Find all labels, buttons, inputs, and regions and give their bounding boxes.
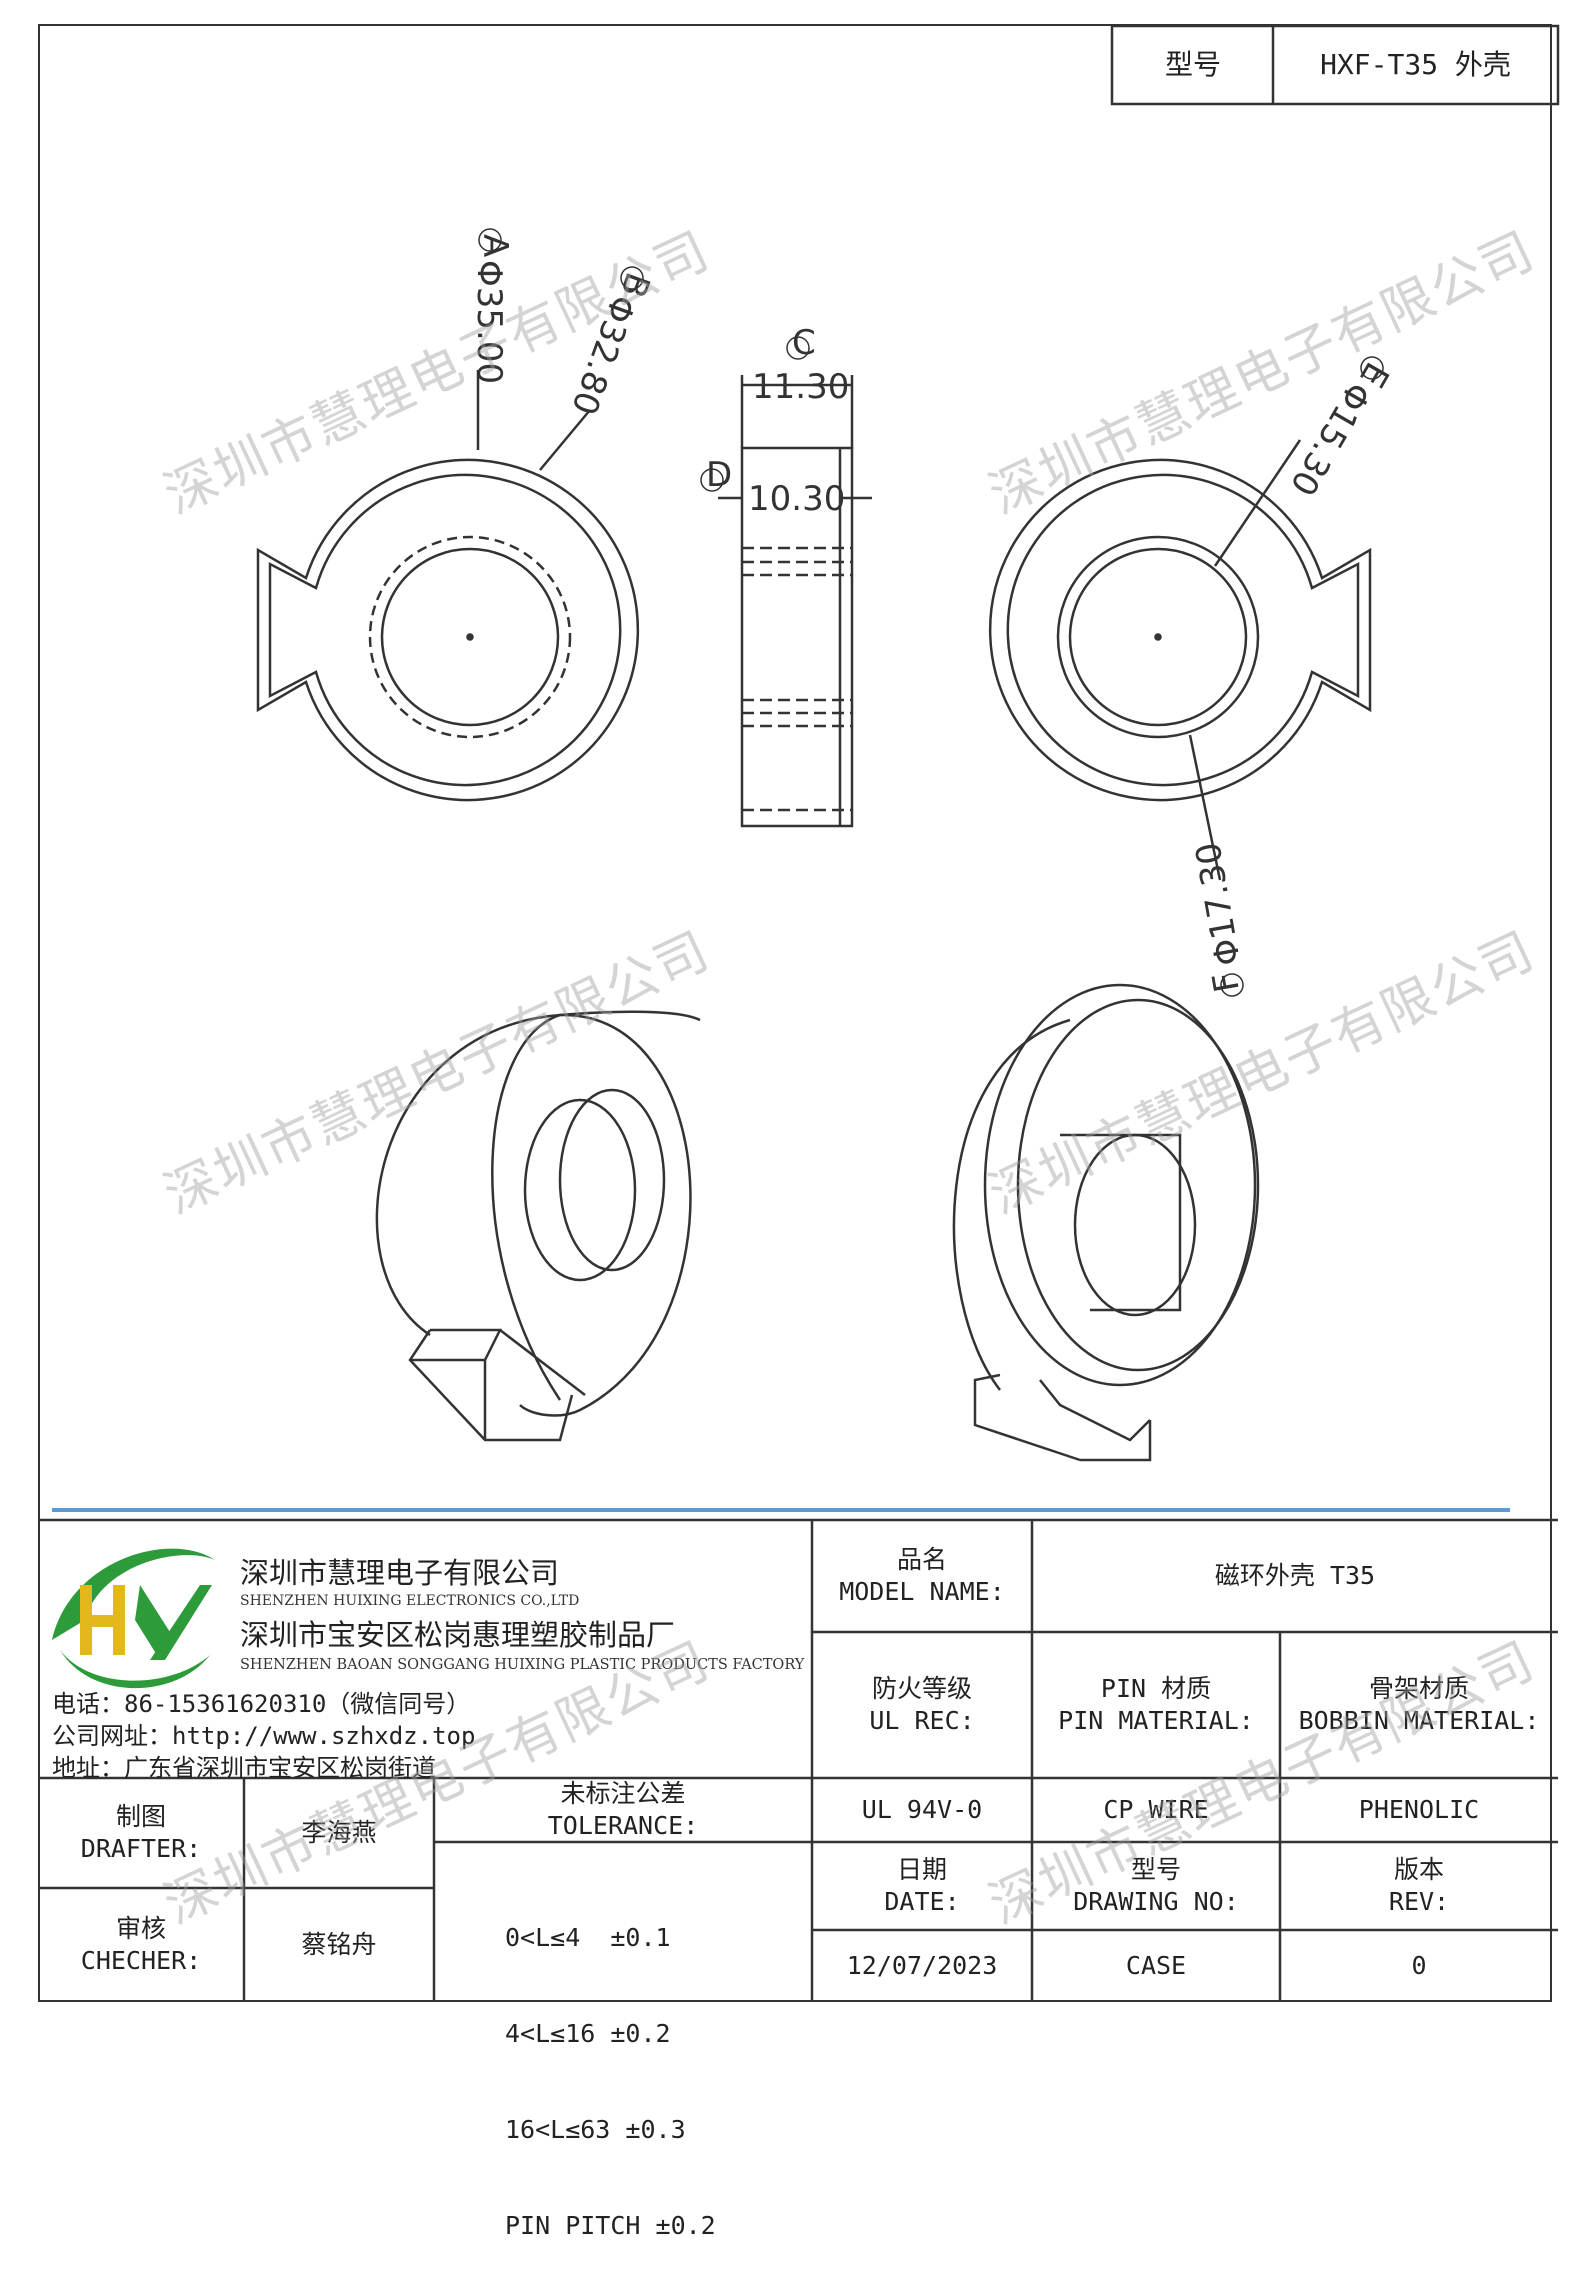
ul-rec-cn: 防火等级 <box>871 1673 972 1703</box>
checker-value: 蔡铭舟 <box>301 1929 377 1959</box>
ul-rec-value: UL 94V-0 <box>861 1794 983 1824</box>
company-address: 地址：广东省深圳市宝安区松岗街道 <box>52 1754 436 1782</box>
tolerance-label: 未标注公差 TOLERANCE: <box>436 1778 810 1841</box>
header-model-label: 型号 <box>1164 47 1221 81</box>
model-name-en: MODEL NAME: <box>839 1577 1005 1606</box>
checker-en: CHECHER: <box>80 1946 202 1975</box>
model-name-cn: 品名 <box>896 1544 947 1574</box>
model-name-label: 品名 MODEL NAME: <box>814 1522 1030 1630</box>
model-name-value: 磁环外壳 T35 <box>1214 1560 1376 1590</box>
bobbin-material-label: 骨架材质 BOBBIN MATERIAL: <box>1282 1634 1556 1776</box>
dimension-f: F Φ17.30 <box>1188 839 1249 997</box>
tolerance-line: 4<L≤16 ±0.2 <box>505 2019 671 2048</box>
date-value: 12/07/2023 <box>846 1950 998 1980</box>
rev-value: 0 <box>1411 1950 1427 1980</box>
pin-material-en: PIN MATERIAL: <box>1058 1706 1254 1735</box>
bobbin-material-cn: 骨架材质 <box>1368 1673 1469 1703</box>
right-front-view <box>988 439 1372 881</box>
company-website[interactable]: 公司网址：http://www.szhxdz.top <box>52 1722 476 1750</box>
dim-a-value: Φ35.00 <box>469 260 509 384</box>
date-label: 日期 DATE: <box>814 1844 1030 1928</box>
tolerance-cn: 未标注公差 <box>560 1778 686 1808</box>
dim-b-value: Φ32.80 <box>563 290 643 420</box>
drafter-label: 制图 DRAFTER: <box>40 1780 242 1886</box>
title-block-grid <box>38 1518 1558 2002</box>
pin-material-cn: PIN 材质 <box>1100 1673 1212 1703</box>
dimension-d: D 10.30 <box>700 455 845 519</box>
rev-en: REV: <box>1388 1887 1450 1916</box>
dimension-e: E Φ15.30 <box>1282 355 1397 502</box>
company-logo <box>52 1548 215 1689</box>
company-phone: 电话：86-15361620310（微信同号） <box>52 1690 471 1718</box>
left-isometric-view <box>375 1010 701 1442</box>
dimension-c: C 11.30 <box>752 323 849 407</box>
tolerance-en: TOLERANCE: <box>547 1811 699 1840</box>
dim-d-marker: D <box>706 455 732 495</box>
left-front-view <box>256 370 640 802</box>
tolerance-line: 16<L≤63 ±0.3 <box>505 2115 686 2144</box>
drafter-value: 李海燕 <box>301 1817 377 1847</box>
drawing-no-value: CASE <box>1125 1950 1187 1980</box>
ul-rec-label: 防火等级 UL REC: <box>814 1634 1030 1776</box>
date-cn: 日期 <box>896 1854 947 1884</box>
bobbin-material-value: PHENOLIC <box>1358 1794 1480 1824</box>
drawing-frame <box>38 24 1552 2002</box>
ul-rec-en: UL REC: <box>869 1706 975 1735</box>
dim-f-value: Φ17.30 <box>1188 839 1249 968</box>
tolerance-values: 0<L≤4 ±0.1 4<L≤16 ±0.2 16<L≤63 ±0.3 PIN … <box>505 1858 716 2274</box>
dim-d-value: 10.30 <box>748 479 845 519</box>
header-model-value: HXF-T35 外壳 <box>1320 47 1511 81</box>
tolerance-line: 0<L≤4 ±0.1 <box>505 1923 671 1952</box>
factory-name-cn: 深圳市宝安区松岗惠理塑胶制品厂 <box>240 1618 676 1652</box>
drafter-cn: 制图 <box>115 1801 166 1831</box>
dimension-b: B Φ32.80 <box>563 266 658 420</box>
pin-material-label: PIN 材质 PIN MATERIAL: <box>1034 1634 1278 1776</box>
tolerance-line: PIN PITCH ±0.2 <box>505 2211 716 2240</box>
drafter-en: DRAFTER: <box>80 1834 202 1863</box>
dim-a-marker: A <box>475 234 515 257</box>
checker-label: 审核 CHECHER: <box>40 1890 242 2000</box>
rev-label: 版本 REV: <box>1282 1844 1556 1928</box>
drawing-no-cn: 型号 <box>1130 1854 1181 1884</box>
dim-e-value: Φ15.30 <box>1282 375 1379 502</box>
date-en: DATE: <box>884 1887 960 1916</box>
checker-cn: 审核 <box>115 1913 166 1943</box>
dimension-a: A Φ35.00 <box>469 228 515 384</box>
rev-cn: 版本 <box>1393 1854 1444 1884</box>
company-name-cn: 深圳市慧理电子有限公司 <box>240 1556 560 1590</box>
bobbin-material-en: BOBBIN MATERIAL: <box>1298 1706 1540 1735</box>
technical-drawing: A Φ35.00 B Φ32.80 C 11.30 D 10.30 E Φ15.… <box>38 24 1560 2002</box>
pin-material-value: CP WIRE <box>1103 1794 1209 1824</box>
company-name-en: SHENZHEN HUIXING ELECTRONICS CO.,LTD <box>240 1593 580 1609</box>
drawing-no-label: 型号 DRAWING NO: <box>1034 1844 1278 1928</box>
header-box <box>1110 24 1560 106</box>
drawing-no-en: DRAWING NO: <box>1073 1887 1239 1916</box>
dim-c-marker: C <box>792 323 816 363</box>
factory-name-en: SHENZHEN BAOAN SONGGANG HUIXING PLASTIC … <box>240 1657 805 1673</box>
right-isometric-view <box>952 983 1260 1462</box>
dim-c-value: 11.30 <box>752 367 849 407</box>
side-view <box>718 375 872 828</box>
